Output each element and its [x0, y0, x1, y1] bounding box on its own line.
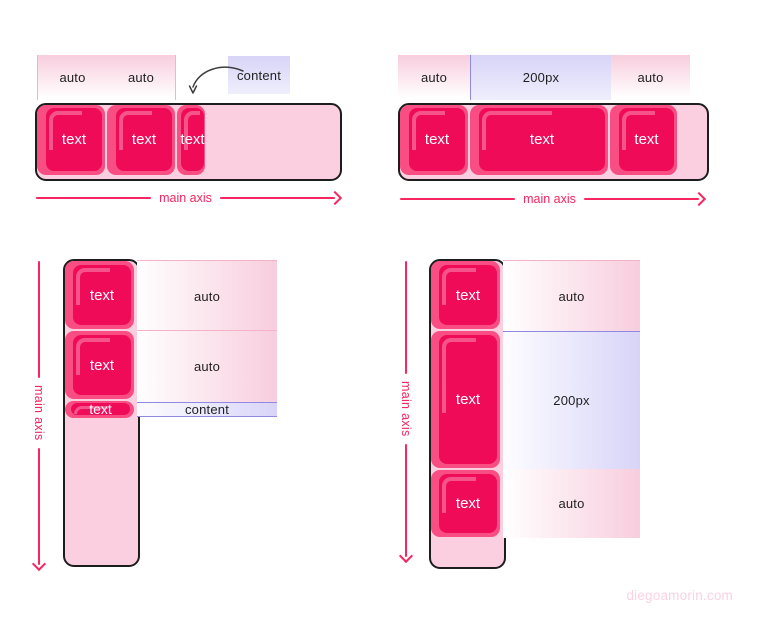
size-label-text: auto — [558, 289, 585, 304]
size-label-text: auto — [127, 70, 155, 85]
size-label-text: auto — [193, 288, 221, 304]
item-text: text — [180, 131, 205, 148]
size-label-auto: auto — [37, 55, 108, 100]
flex-item: text — [65, 401, 134, 418]
size-label-text: content — [236, 67, 282, 83]
flex-item: text — [37, 105, 105, 175]
axis-line — [38, 447, 40, 565]
size-label-auto: auto — [503, 260, 640, 332]
size-label-text: auto — [59, 70, 86, 85]
flex-track: text text text — [398, 103, 709, 181]
axis-label: main axis — [399, 381, 413, 437]
main-axis-arrow: main axis — [400, 191, 707, 207]
axis-line — [36, 197, 152, 199]
axis-label: main axis — [32, 385, 46, 441]
arrowhead-right-icon — [327, 190, 343, 206]
flex-item: text — [400, 105, 468, 175]
size-label-text: 200px — [522, 70, 560, 85]
main-axis-arrow: main axis — [36, 190, 343, 206]
arrowhead-down-icon — [31, 556, 47, 572]
size-label-text: auto — [558, 496, 585, 511]
main-axis-arrow: main axis — [398, 261, 414, 564]
axis-label: main axis — [523, 192, 576, 206]
flex-item: text — [610, 105, 677, 175]
flex-item: text — [470, 105, 608, 175]
axis-line — [400, 198, 516, 200]
item-text: text — [131, 131, 157, 148]
arrowhead-down-icon — [398, 548, 414, 564]
item-text: text — [89, 401, 112, 417]
size-label-text: auto — [420, 70, 448, 85]
axis-line — [219, 197, 336, 199]
axis-label: main axis — [159, 191, 212, 205]
size-label-auto: auto — [611, 55, 690, 100]
flex-item: text — [65, 331, 134, 399]
axis-line — [583, 198, 700, 200]
flex-item: text — [431, 331, 500, 468]
item-text: text — [455, 495, 481, 512]
arrowhead-right-icon — [691, 191, 707, 207]
size-label-auto: auto — [398, 55, 470, 100]
size-label-text: content — [184, 402, 230, 417]
content-pointer-arrow-icon — [188, 66, 244, 94]
size-label-auto: auto — [137, 260, 277, 331]
size-label-auto: auto — [107, 55, 176, 100]
size-label-auto: auto — [137, 330, 277, 402]
item-text: text — [529, 131, 555, 148]
size-label-200px: 200px — [470, 55, 612, 100]
flex-item: text — [431, 470, 500, 537]
item-text: text — [455, 286, 481, 304]
size-label-content: content — [228, 56, 290, 94]
item-text: text — [89, 356, 115, 374]
item-text: text — [89, 286, 115, 304]
axis-line — [405, 443, 407, 557]
flex-item: text — [177, 105, 205, 175]
flex-item: text — [107, 105, 175, 175]
item-text: text — [634, 131, 659, 148]
flex-track: text text text — [35, 103, 342, 181]
flex-item: text — [65, 261, 134, 329]
axis-line — [405, 261, 407, 375]
item-text: text — [424, 131, 450, 148]
item-text: text — [61, 131, 87, 148]
flex-track: text text text — [429, 259, 506, 569]
size-label-auto: auto — [503, 469, 640, 538]
flex-item: text — [431, 261, 500, 329]
size-label-content: content — [137, 402, 277, 417]
axis-line — [38, 261, 40, 379]
item-text: text — [455, 391, 481, 408]
main-axis-arrow: main axis — [31, 261, 47, 572]
flex-track: text text text — [63, 259, 140, 567]
size-label-text: auto — [637, 70, 664, 85]
size-label-200px: 200px — [503, 331, 640, 470]
size-label-text: 200px — [553, 393, 590, 408]
watermark: diegoamorin.com — [626, 588, 733, 603]
size-label-text: auto — [193, 359, 221, 374]
